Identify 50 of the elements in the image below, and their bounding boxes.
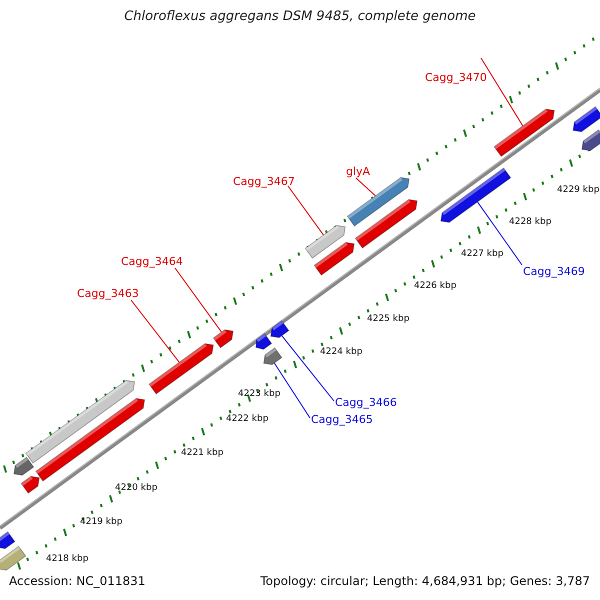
tick-label: 4223 kbp	[238, 390, 280, 399]
gene-feature	[440, 167, 512, 223]
gene-feature	[314, 242, 355, 276]
gene-label: Cagg_3466	[335, 397, 397, 408]
gene-feature	[263, 347, 282, 366]
gene-label: Cagg_3469	[523, 266, 585, 277]
gene-label: Cagg_3470	[425, 72, 487, 83]
gene-feature	[20, 476, 40, 494]
gene-feature	[346, 177, 410, 227]
tick-label: 4226 kbp	[414, 282, 456, 291]
tick-label: 4221 kbp	[181, 449, 224, 458]
gene-feature	[148, 343, 214, 394]
gene-feature	[35, 398, 146, 482]
gene-feature	[13, 456, 34, 476]
gene-feature	[0, 546, 26, 571]
tick-label: 4222 kbp	[226, 415, 268, 424]
genome-summary: Topology: circular; Length: 4,684,931 bp; Genes: 3,787	[260, 575, 590, 587]
tick-label: 4225 kbp	[367, 315, 410, 324]
gene-feature	[270, 320, 290, 338]
gene-feature	[256, 333, 272, 350]
gene-feature	[25, 380, 136, 464]
gene-label: Cagg_3467	[233, 176, 295, 187]
leader-line	[477, 201, 522, 266]
leader-line	[174, 268, 222, 333]
leader-line	[288, 186, 324, 236]
tick-label: 4229 kbp	[557, 186, 600, 195]
gene-feature	[354, 199, 418, 249]
gene-label: Cagg_3464	[121, 256, 183, 267]
gene-feature	[304, 225, 346, 259]
gene-feature	[0, 531, 16, 550]
tick-label: 4227 kbp	[461, 250, 504, 259]
leader-line	[130, 300, 180, 363]
gene-label: Cagg_3463	[77, 288, 139, 299]
accession-note: Accession: NC_011831	[9, 575, 146, 587]
tick-label: 4224 kbp	[320, 348, 362, 357]
gene-feature	[494, 108, 555, 157]
tick-label: 4220 kbp	[115, 484, 158, 493]
tick-label: 4219 kbp	[80, 518, 122, 527]
tick-label: 4228 kbp	[509, 218, 552, 227]
leader-line	[274, 362, 310, 418]
gene-label: Cagg_3465	[311, 414, 373, 425]
leader-line	[281, 335, 334, 402]
leader-line	[480, 58, 524, 126]
gene-feature	[581, 129, 600, 152]
gene-feature	[572, 106, 600, 132]
gene-feature	[212, 329, 234, 348]
gene-label: glyA	[346, 166, 370, 177]
leader-line	[356, 178, 376, 196]
title: Chloroflexus aggregans DSM 9485, complete genome	[123, 10, 477, 23]
tick-label: 4218 kbp	[46, 555, 88, 564]
